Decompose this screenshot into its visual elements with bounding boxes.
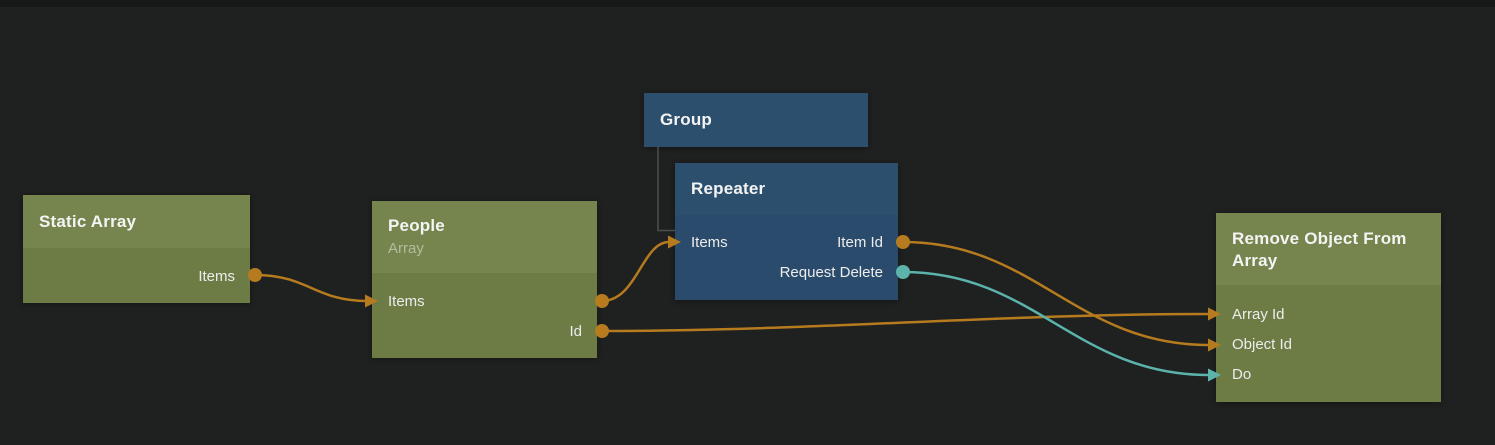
wire-repeater-item-id-to-remove-object-id[interactable] <box>901 240 1211 347</box>
node-body: Items <box>23 248 250 303</box>
port-row: Items Item Id <box>675 227 898 257</box>
port-row: Request Delete <box>675 257 898 287</box>
output-port-dot-repeater-item-id[interactable] <box>896 235 910 249</box>
port-row: Items <box>23 261 250 291</box>
node-body: Items Id <box>372 273 597 358</box>
node-static-array[interactable]: Static Array Items <box>23 195 250 303</box>
node-title: Repeater <box>691 179 766 198</box>
node-title: Group <box>660 110 712 129</box>
port-item-id-output[interactable]: Item Id <box>837 233 883 251</box>
node-header: Remove Object From Array <box>1216 213 1441 285</box>
port-row: Object Id <box>1216 329 1441 359</box>
node-group[interactable]: Group <box>644 93 868 147</box>
port-array-id-input[interactable]: Array Id <box>1232 305 1285 323</box>
port-items-input[interactable]: Items <box>691 233 728 251</box>
node-repeater[interactable]: Repeater Items Item Id Request Delete <box>675 163 898 300</box>
node-subtitle: Array <box>388 240 424 257</box>
output-port-dot-people-id[interactable] <box>595 324 609 338</box>
port-object-id-input[interactable]: Object Id <box>1232 335 1293 353</box>
port-request-delete-output[interactable]: Request Delete <box>779 263 883 281</box>
port-row: Array Id <box>1216 299 1441 329</box>
node-people[interactable]: People Array Items Id <box>372 201 597 358</box>
node-header: People Array <box>372 201 597 273</box>
wire-static-items-to-people-items[interactable] <box>253 273 369 303</box>
node-title: Static Array <box>39 211 137 231</box>
port-row: Id <box>372 316 597 346</box>
port-id-output[interactable]: Id <box>569 322 582 340</box>
node-title: People <box>388 216 445 235</box>
node-header: Group <box>644 93 868 147</box>
node-header: Repeater <box>675 163 898 215</box>
node-remove-object-from-array[interactable]: Remove Object From Array Array Id Object… <box>1216 213 1441 402</box>
port-row: Do <box>1216 359 1441 389</box>
output-port-dot-repeater-request-delete[interactable] <box>896 265 910 279</box>
node-header: Static Array <box>23 195 250 248</box>
node-title: Remove Object From Array <box>1232 229 1407 270</box>
node-body: Array Id Object Id Do <box>1216 285 1441 402</box>
output-port-dot-static-items[interactable] <box>248 268 262 282</box>
canvas-top-strip <box>0 0 1495 7</box>
port-items-output[interactable]: Items <box>198 267 235 285</box>
wire-repeater-request-delete-to-remove-do[interactable] <box>901 270 1211 377</box>
port-row: Items <box>372 286 597 316</box>
hierarchy-line-group-repeater <box>657 147 675 232</box>
output-port-dot-people-items[interactable] <box>595 294 609 308</box>
wire-people-items-to-repeater-items[interactable] <box>600 240 671 303</box>
port-items-input[interactable]: Items <box>388 292 425 310</box>
port-do-input[interactable]: Do <box>1232 365 1252 383</box>
node-body: Items Item Id Request Delete <box>675 215 898 300</box>
wire-people-id-to-remove-array-id[interactable] <box>600 312 1212 333</box>
